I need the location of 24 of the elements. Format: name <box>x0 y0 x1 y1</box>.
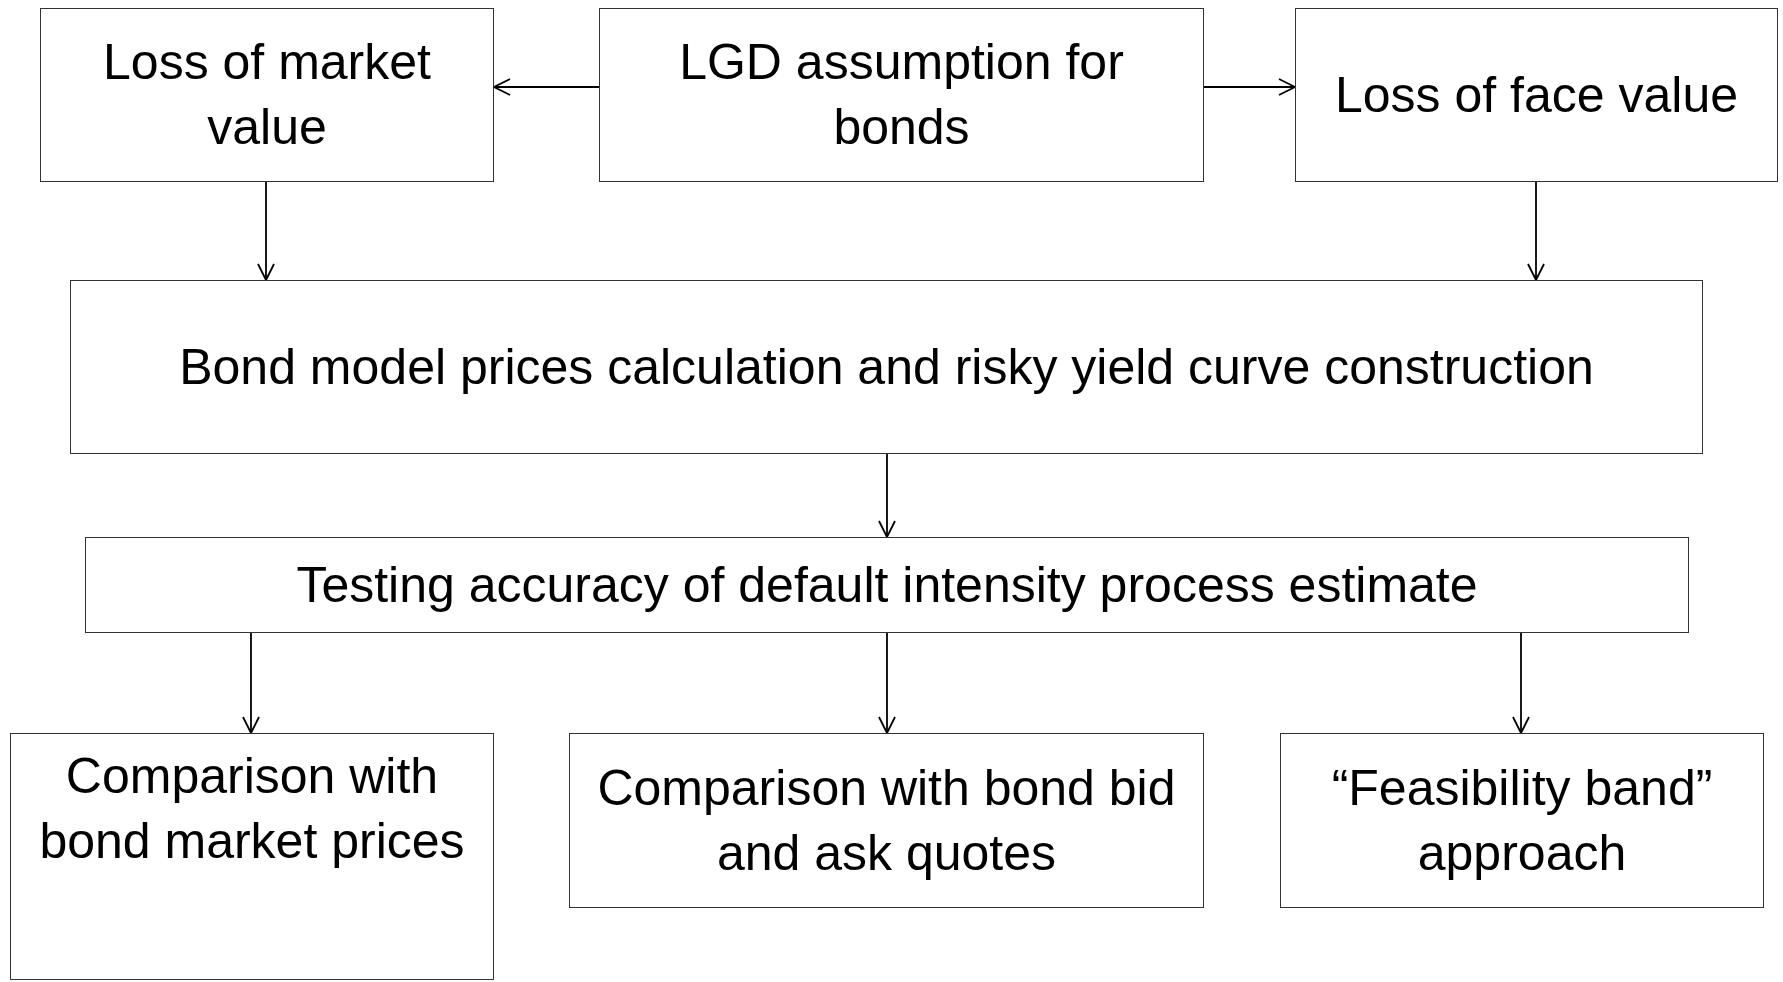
arrow <box>493 78 600 96</box>
arrow <box>878 453 896 538</box>
process-box <box>599 8 1204 182</box>
box-label: Loss of face value <box>1335 65 1738 125</box>
box-label: Loss of market value <box>102 33 432 157</box>
box-label: Comparison with bond bid and ask quotes <box>596 758 1177 883</box>
box-label: “Feasibility band” approach <box>1330 758 1714 883</box>
process-box <box>10 733 494 980</box>
box-label: Testing accuracy of default intensity process estimate <box>296 555 1478 615</box>
arrow <box>257 181 275 281</box>
process-box <box>85 537 1689 633</box>
box-label: LGD assumption for bonds <box>678 33 1125 157</box>
process-box <box>1295 8 1778 182</box>
arrow <box>1527 181 1545 281</box>
box-label: Bond model prices calculation and risky yield curve construction <box>179 337 1594 397</box>
arrow <box>878 632 896 734</box>
process-box <box>40 8 494 182</box>
process-box <box>1280 733 1764 908</box>
arrow <box>242 632 260 734</box>
arrow <box>1512 632 1530 734</box>
arrow <box>1203 78 1296 96</box>
box-label: Comparison with bond market prices <box>38 747 466 871</box>
process-box <box>70 280 1703 454</box>
process-box <box>569 733 1204 908</box>
